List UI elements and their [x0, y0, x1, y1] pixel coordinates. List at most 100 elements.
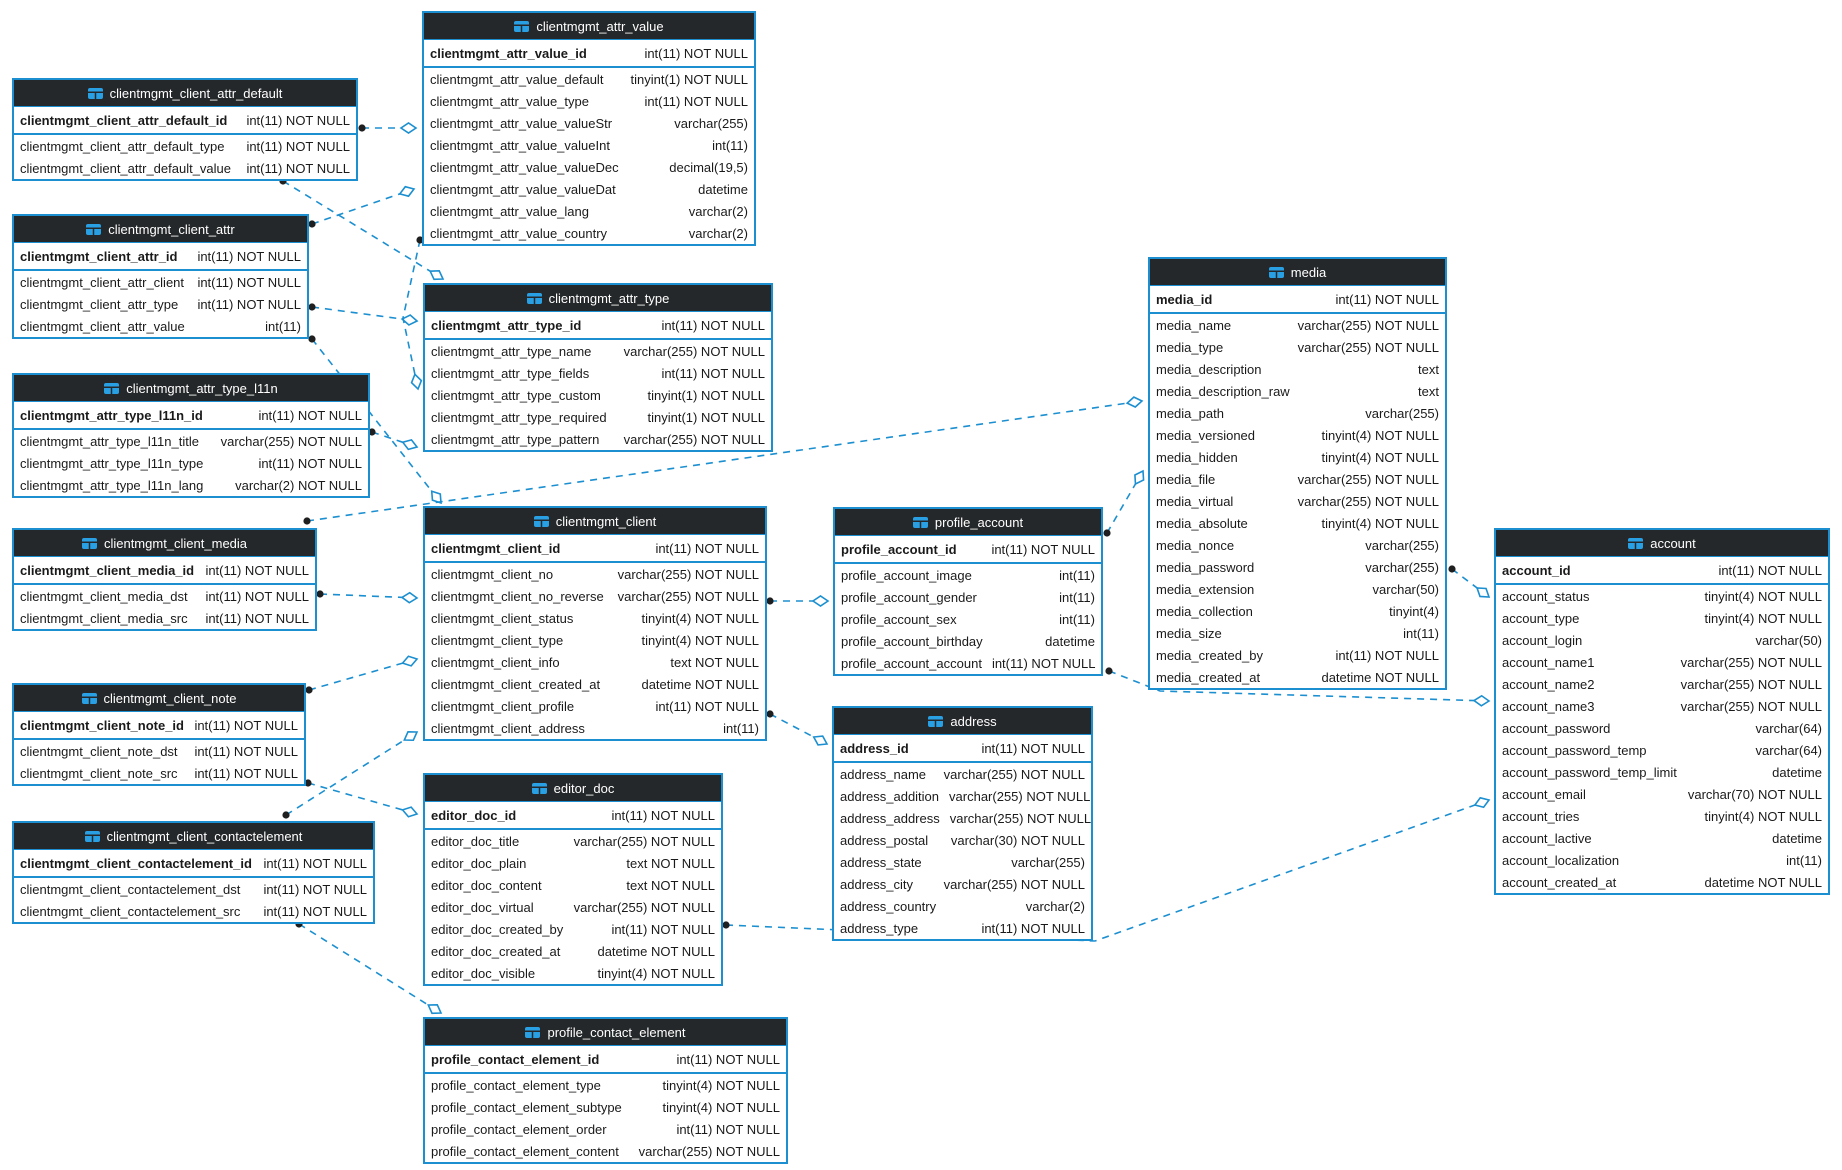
column-name: clientmgmt_attr_type_required [431, 409, 607, 425]
table-header[interactable]: profile_contact_element [425, 1019, 786, 1046]
column-name: clientmgmt_attr_type_l11n_type [20, 455, 204, 471]
relation-source-dot [316, 590, 324, 598]
column-name: clientmgmt_attr_type_custom [431, 387, 601, 403]
column-type: int(11) NOT NULL [246, 112, 350, 128]
table-header[interactable]: profile_account [835, 509, 1101, 536]
column-name: clientmgmt_client_media_dst [20, 588, 188, 604]
column-name: media_absolute [1156, 515, 1248, 531]
column-type: int(11) NOT NULL [661, 317, 765, 333]
table-clientmgmt_client_attr[interactable]: clientmgmt_client_attr clientmgmt_client_… [12, 214, 309, 339]
table-header[interactable]: clientmgmt_attr_type_l11n [14, 375, 368, 402]
column-name: clientmgmt_client_attr_value [20, 318, 185, 334]
column-name: media_hidden [1156, 449, 1238, 465]
table-clientmgmt_client_note[interactable]: clientmgmt_client_note clientmgmt_client_… [12, 683, 306, 786]
table-header[interactable]: clientmgmt_client_contactelement [14, 823, 373, 850]
table-clientmgmt_attr_type[interactable]: clientmgmt_attr_type clientmgmt_attr_type… [423, 283, 773, 452]
table-header[interactable]: media [1150, 259, 1445, 286]
relation-source-dot [358, 124, 366, 132]
table-header[interactable]: clientmgmt_client [425, 508, 765, 535]
column-name: clientmgmt_client_info [431, 654, 560, 670]
column-type: int(11) NOT NULL [205, 610, 309, 626]
column-type: int(11) NOT NULL [197, 296, 301, 312]
column-name: media_virtual [1156, 493, 1234, 509]
column-type: int(11) NOT NULL [194, 765, 298, 781]
column-name: clientmgmt_client_note_dst [20, 743, 178, 759]
column-name: media_versioned [1156, 427, 1256, 443]
table-clientmgmt_client_contactelement[interactable]: clientmgmt_client_contactelement clientmg… [12, 821, 375, 924]
column-name: address_type [840, 920, 919, 936]
table-header[interactable]: clientmgmt_client_attr [14, 216, 307, 243]
relation-source-dot [722, 921, 730, 929]
column-name: clientmgmt_client_attr_client [20, 274, 185, 290]
table-icon [84, 830, 100, 842]
table-title: clientmgmt_client_media [103, 535, 248, 551]
column-type: varchar(50) [1372, 581, 1439, 597]
column-name: media_collection [1156, 603, 1253, 619]
table-title: profile_contact_element [547, 1024, 686, 1040]
table-header[interactable]: clientmgmt_attr_type [425, 285, 771, 312]
table-header[interactable]: clientmgmt_client_note [14, 685, 304, 712]
column-type: int(11) NOT NULL [205, 588, 309, 604]
column-name: media_type [1156, 339, 1224, 355]
column-type: int(11) [1403, 625, 1439, 641]
column-type: varchar(70) NOT NULL [1687, 786, 1822, 802]
column-name: profile_contact_element_type [431, 1077, 601, 1093]
column-type: int(11) NOT NULL [194, 743, 298, 759]
table-header[interactable]: clientmgmt_client_media [14, 530, 315, 557]
column-type: int(11) [1059, 611, 1095, 627]
table-header[interactable]: account [1496, 530, 1828, 557]
relation-source-dot [308, 303, 316, 311]
column-type: text [1418, 361, 1439, 377]
table-icon [1268, 266, 1284, 278]
column-type: datetime [1045, 633, 1095, 649]
table-clientmgmt_client_media[interactable]: clientmgmt_client_media clientmgmt_client… [12, 528, 317, 631]
table-header[interactable]: address [834, 708, 1091, 735]
table-header[interactable]: editor_doc [425, 775, 721, 802]
table-profile_contact_element[interactable]: profile_contact_element profile_contact_e… [423, 1017, 788, 1164]
table-title: clientmgmt_client_contactelement [106, 828, 303, 844]
column-type: int(11) NOT NULL [661, 365, 765, 381]
relation-clientmgmt_client_media-to-media [306, 400, 1143, 522]
table-icon [928, 715, 944, 727]
table-row: clientmgmt_client_note_dst int(11) NOT NU… [14, 740, 304, 762]
relation-clientmgmt_client_note-to-editor_doc [307, 782, 418, 815]
table-header[interactable]: clientmgmt_attr_value [424, 13, 754, 40]
column-type: int(11) NOT NULL [246, 160, 350, 176]
column-name: editor_doc_created_at [431, 943, 561, 959]
column-type: datetime [698, 181, 748, 197]
table-header[interactable]: clientmgmt_client_attr_default [14, 80, 356, 107]
column-type: varchar(64) [1755, 742, 1822, 758]
column-type: varchar(2) [688, 203, 748, 219]
column-type: int(11) NOT NULL [676, 1121, 780, 1137]
relation-clientmgmt_client_attr-to-clientmgmt_attr_value [311, 188, 415, 225]
column-type: tinyint(4) NOT NULL [1321, 427, 1439, 443]
column-name: clientmgmt_client_contactelement_id [20, 855, 252, 871]
